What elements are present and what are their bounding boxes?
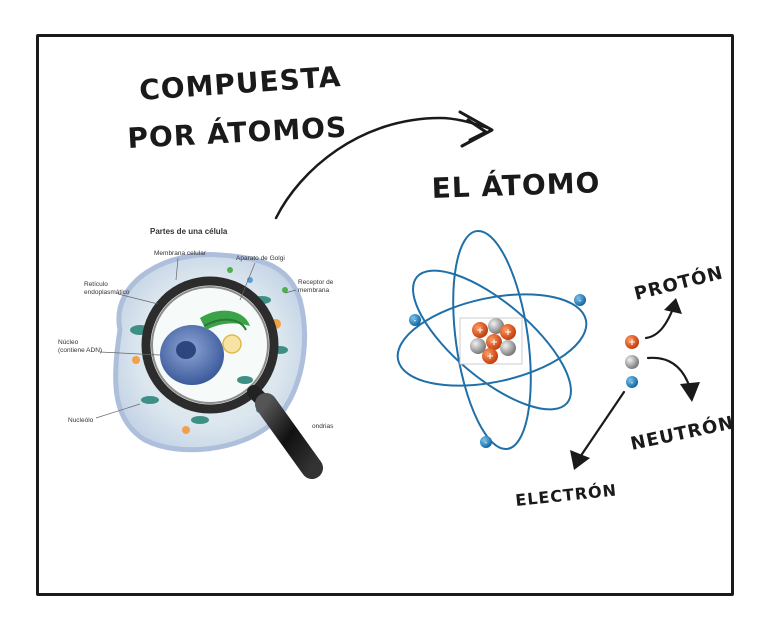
label-proton: PROTÓN [632,261,726,304]
svg-text:+: + [486,352,494,362]
nucleolus [176,341,196,359]
proton [500,324,516,340]
neutron [470,338,486,354]
curved-arrow-head [458,110,494,148]
label-receptor-2: membrana [298,287,329,294]
svg-text:+: + [504,328,512,338]
legend-neutron [625,355,639,369]
magnifier-ring [141,276,279,414]
svg-text:+: + [476,326,484,336]
cell-illustration: Partes de una célula [58,227,334,479]
vesicle [132,356,140,364]
heading-por-atomos: POR ÁTOMOS [127,110,348,155]
mitochondrion [191,416,209,424]
orbit-diagonal [412,269,572,411]
vesicle [182,426,190,434]
cell-title: Partes de una célula [150,227,228,236]
legend-proton [625,335,639,349]
svg-text:COMPUESTA: COMPUESTA [138,60,342,107]
svg-text:POR ÁTOMOS: POR ÁTOMOS [127,110,348,155]
svg-text:+: + [490,338,498,348]
label-mitocondrias: ondrias [312,423,334,430]
electron [480,436,492,448]
label-nucleo-2: (contiene ADN) [58,347,102,354]
label-receptor-1: Receptor de [298,279,334,286]
label-nucleo-1: Núcleo [58,339,79,346]
electron [409,314,421,326]
label-electron: ELECTRÓN [514,480,617,510]
svg-text:EL ÁTOMO: EL ÁTOMO [431,165,601,205]
arrow-electron [576,390,626,462]
receptor-dot [227,267,233,273]
svg-text:+: + [628,338,636,348]
label-golgi: Aparato de Golgi [236,255,285,262]
atom-illustration: - - - + + + + [396,229,588,451]
svg-text:-: - [631,378,634,387]
label-reticulo-1: Retículo [84,281,108,288]
svg-text:-: - [579,296,582,305]
legend-electron [626,376,638,388]
receptor-dot [282,287,288,293]
curved-arrow [274,116,490,220]
neutron [500,340,516,356]
heading-compuesta: COMPUESTA [138,60,342,107]
label-nucleolo: Nucleólo [68,417,94,424]
proton [482,348,498,364]
proton [472,322,488,338]
label-membrana: Membrana celular [154,250,207,257]
orbit-horizontal [396,293,588,387]
label-neutron: NEUTRÓN [628,411,736,454]
atom-title: EL ÁTOMO [431,165,601,205]
proton [486,334,502,350]
particle-legend: + - PROTÓN NEUTRÓN ELECTRÓN [514,261,736,509]
label-reticulo-2: endoplasmático [84,289,130,296]
magnifier-handle [255,393,323,479]
svg-text:-: - [485,438,488,447]
orbit-vertical [452,229,532,451]
electron [574,294,586,306]
mitochondrion [141,396,159,404]
svg-text:-: - [414,316,417,325]
lysosome [222,334,242,354]
neutron [488,318,504,334]
arrow-neutron [646,356,692,390]
